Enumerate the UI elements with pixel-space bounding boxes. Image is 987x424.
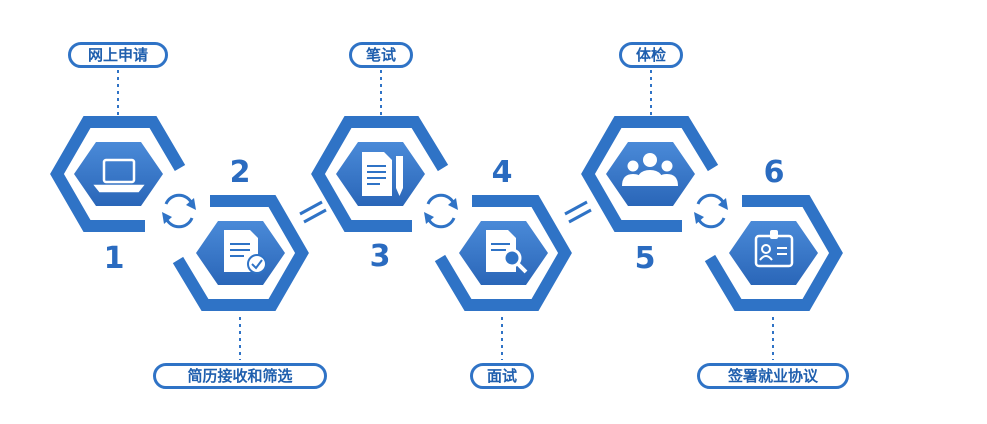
hex-fill-6 xyxy=(729,221,818,285)
step-label-4: 面试 xyxy=(470,363,534,389)
step-label-1: 网上申请 xyxy=(68,42,168,68)
double-arrow-icon xyxy=(299,200,327,224)
people-group-icon xyxy=(622,153,678,186)
step-number-1: 1 xyxy=(103,241,125,276)
document-search-icon xyxy=(486,230,528,274)
step-label-5: 体检 xyxy=(619,42,683,68)
hex-fill-1 xyxy=(74,142,163,206)
step-number-6: 6 xyxy=(763,155,785,190)
document-check-icon xyxy=(224,230,267,274)
cycle-arrows-icon xyxy=(424,193,458,229)
step-number-4: 4 xyxy=(491,155,513,190)
step-number-2: 2 xyxy=(229,155,251,190)
double-arrow-icon xyxy=(564,200,592,224)
step-number-3: 3 xyxy=(369,239,391,274)
cycle-arrows-icon xyxy=(694,193,728,229)
document-pen-icon xyxy=(362,152,403,196)
step-label-2: 简历接收和筛选 xyxy=(153,363,327,389)
step-label-3: 笔试 xyxy=(349,42,413,68)
hex-frame-6 xyxy=(704,195,843,311)
cycle-arrows-icon xyxy=(162,193,196,229)
step-number-5: 5 xyxy=(634,241,656,276)
step-label-6: 签署就业协议 xyxy=(697,363,849,389)
hex-frame-2 xyxy=(172,195,309,311)
id-badge-icon xyxy=(754,230,794,268)
hex-frame-5 xyxy=(581,116,719,232)
hex-frame-3 xyxy=(311,116,449,232)
hex-frame-4 xyxy=(434,195,572,311)
laptop-icon xyxy=(93,158,145,193)
hex-frame-1 xyxy=(50,116,186,232)
